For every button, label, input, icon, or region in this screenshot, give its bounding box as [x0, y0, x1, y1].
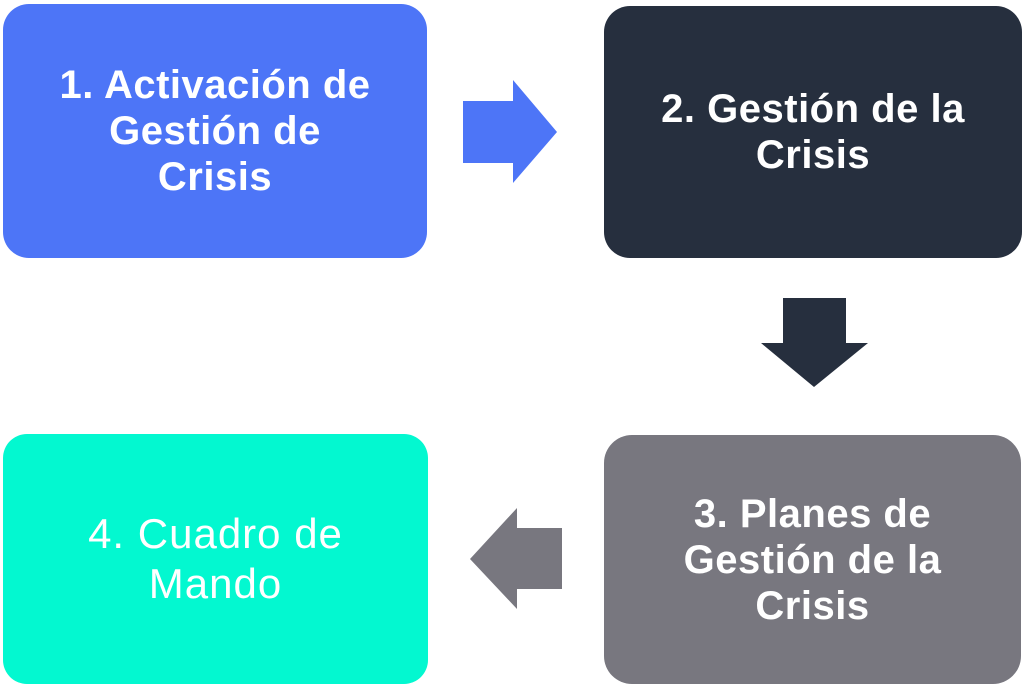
step-label-line: Mando	[148, 560, 283, 607]
step-label: 4. Cuadro de Mando	[88, 509, 343, 609]
step-label-line: 1. Activación de	[59, 63, 371, 107]
arrow-down-icon	[761, 298, 868, 387]
step-label: 2. Gestión de la Crisis	[661, 86, 965, 178]
step-label-line: Crisis	[755, 583, 870, 628]
arrow-left-shape	[470, 508, 562, 609]
step-box-cuadro-de-mando: 4. Cuadro de Mando	[3, 434, 428, 684]
step-box-planes-gestion-crisis: 3. Planes de Gestión de la Crisis	[604, 435, 1021, 684]
arrow-right-icon	[463, 80, 557, 183]
step-label-line: 2. Gestión de la	[661, 87, 965, 131]
step-box-activacion-gestion-crisis: 1. Activación de Gestión de Crisis	[3, 4, 427, 258]
step-box-gestion-de-la-crisis: 2. Gestión de la Crisis	[604, 6, 1022, 258]
step-label-line: 4. Cuadro de	[88, 510, 343, 557]
step-label-line: Crisis	[755, 133, 871, 177]
arrow-right-shape	[463, 80, 557, 183]
arrow-down-shape	[761, 298, 868, 387]
step-label-line: 3. Planes de	[693, 491, 932, 536]
step-label: 1. Activación de Gestión de Crisis	[59, 62, 370, 200]
step-label-line: Crisis	[157, 155, 273, 199]
arrow-left-icon	[470, 508, 562, 609]
step-label: 3. Planes de Gestión de la Crisis	[684, 491, 942, 629]
step-label-line: Gestión de	[109, 109, 321, 153]
step-label-line: Gestión de la	[683, 537, 942, 582]
